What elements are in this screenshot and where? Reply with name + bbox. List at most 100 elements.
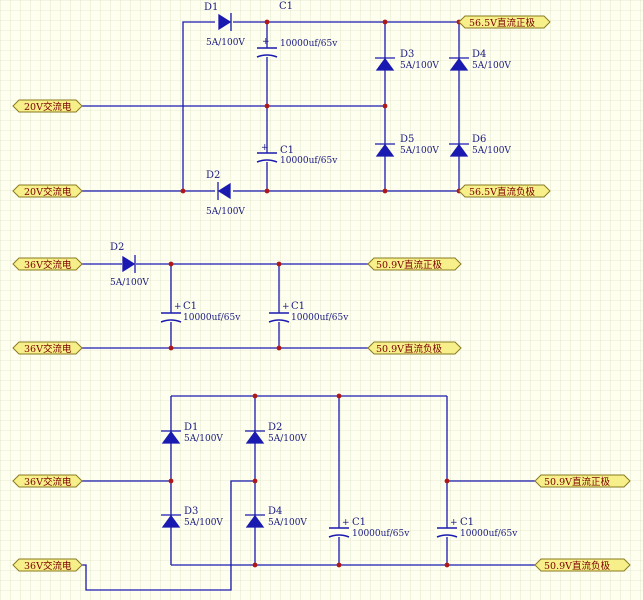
diode-d4-value: 5A/100V [472, 61, 511, 71]
diode-s3-d1-ref: D1 [184, 422, 198, 433]
diode-s2-d2-value: 5A/100V [110, 278, 149, 288]
port-s3-dc-negative-label: 50.9V直流负极 [544, 560, 611, 572]
port-s3-dc-positive[interactable]: 50.9V直流正极 [534, 474, 631, 488]
port-s1-dc-positive-label: 56.5V直流正极 [469, 17, 536, 29]
diode-d2-value: 5A/100V [206, 207, 245, 217]
capacitor-s2-c1-left[interactable]: + C1 10000uf/65v [159, 301, 241, 323]
diode-s2-d2[interactable]: D2 5A/100V [110, 242, 149, 288]
diode-d5[interactable]: D5 5A/100V [375, 134, 439, 157]
junction-dot [264, 103, 270, 109]
diode-d5-value: 5A/100V [400, 146, 439, 156]
junction-dot [336, 393, 342, 399]
diode-s3-d4[interactable]: D4 5A/100V [245, 506, 307, 528]
port-s3-ac-in-1-label: 36V交流电 [24, 476, 72, 488]
diode-s3-d2[interactable]: D2 5A/100V [245, 422, 307, 444]
section-2-junctions [168, 261, 282, 351]
capacitor-c1-upper-value: 10000uf/65v [280, 39, 338, 49]
diode-d3[interactable]: D3 5A/100V [375, 49, 439, 71]
junction-dot [252, 562, 258, 568]
port-s1-dc-negative[interactable]: 56.5V直流负极 [458, 184, 551, 198]
capacitor-s2-c1-right-ref: C1 [291, 301, 305, 312]
port-s3-ac-in-1[interactable]: 36V交流电 [12, 474, 83, 488]
diode-s3-d3[interactable]: D3 5A/100V [161, 506, 223, 528]
port-s3-ac-in-2[interactable]: 36V交流电 [12, 558, 83, 572]
section-3-junctions [168, 393, 450, 568]
junction-dot [382, 103, 388, 109]
port-s2-dc-negative[interactable]: 50.9V直流负极 [367, 341, 462, 355]
diode-s3-d2-value: 5A/100V [268, 434, 307, 444]
port-s2-dc-positive[interactable]: 50.9V直流正极 [367, 257, 462, 271]
port-s1-ac-in-1[interactable]: 20V交流电 [12, 99, 83, 113]
capacitor-c1-upper[interactable]: + C1 10000uf/65v [255, 1, 338, 58]
diode-s3-d4-ref: D4 [268, 506, 282, 517]
port-s2-ac-in-2-label: 36V交流电 [24, 343, 72, 355]
capacitor-plus-sign: + [262, 37, 270, 47]
section-2-wires [82, 263, 368, 349]
port-s2-ac-in-1-label: 36V交流电 [24, 259, 72, 271]
diode-s3-d2-ref: D2 [268, 422, 282, 433]
junction-dot [264, 188, 270, 194]
capacitor-s3-c1-right[interactable]: + C1 10000uf/65v [435, 517, 518, 539]
port-s1-dc-negative-label: 56.5V直流负极 [469, 186, 536, 198]
capacitor-s3-c1-left-ref: C1 [352, 517, 366, 528]
junction-dot [382, 19, 388, 25]
diode-d4-ref: D4 [472, 49, 486, 60]
capacitor-s3-c1-right-value: 10000uf/65v [460, 529, 518, 539]
diode-s3-d1-value: 5A/100V [184, 434, 223, 444]
diode-d6-value: 5A/100V [472, 146, 511, 156]
diode-s3-d3-value: 5A/100V [184, 518, 223, 528]
port-s2-ac-in-1[interactable]: 36V交流电 [12, 257, 83, 271]
capacitor-s3-c1-left-value: 10000uf/65v [352, 529, 410, 539]
junction-dot [276, 345, 282, 351]
capacitor-s3-c1-right-ref: C1 [460, 517, 474, 528]
junction-dot [168, 261, 174, 267]
junction-dot [336, 562, 342, 568]
port-s3-ac-in-2-label: 36V交流电 [24, 560, 72, 572]
diode-s3-d4-value: 5A/100V [268, 518, 307, 528]
capacitor-plus-sign: + [450, 518, 458, 528]
junction-dot [444, 562, 450, 568]
capacitor-s3-c1-left[interactable]: + C1 10000uf/65v [327, 517, 410, 539]
diode-d2-ref: D2 [206, 170, 220, 181]
junction-dot [168, 478, 174, 484]
capacitor-s2-c1-right[interactable]: + C1 10000uf/65v [267, 301, 349, 323]
junction-dot [382, 188, 388, 194]
port-s1-dc-positive[interactable]: 56.5V直流正极 [458, 15, 551, 29]
junction-dot [252, 393, 258, 399]
port-s3-dc-negative[interactable]: 50.9V直流负极 [534, 558, 631, 572]
diode-d3-ref: D3 [400, 49, 414, 60]
diode-s2-d2-ref: D2 [110, 242, 124, 253]
junction-dot [264, 19, 270, 25]
junction-dot [180, 188, 186, 194]
port-s1-ac-in-2[interactable]: 20V交流电 [12, 184, 83, 198]
capacitor-c1-lower-ref: C1 [280, 145, 294, 156]
diode-d4[interactable]: D4 5A/100V [449, 49, 511, 71]
port-s2-dc-negative-label: 50.9V直流负极 [376, 343, 443, 355]
diode-d1-ref: D1 [204, 2, 218, 13]
capacitor-s2-c1-left-value: 10000uf/65v [183, 313, 241, 323]
port-s1-ac-in-2-label: 20V交流电 [24, 186, 72, 198]
section-3-bridge-rectifier: D1 5A/100V D2 5A/100V D3 5A/100V D4 5A/1… [12, 393, 631, 591]
section-1-full-bridge-doubler: D1 5A/100V D2 5A/100V + C1 10000uf/65v +… [12, 1, 551, 217]
diode-d6[interactable]: D6 5A/100V [449, 134, 511, 157]
junction-dot [276, 261, 282, 267]
capacitor-c1-lower[interactable]: + C1 10000uf/65v [255, 143, 338, 166]
diode-d2[interactable]: D2 5A/100V [206, 170, 245, 217]
diode-s3-d1[interactable]: D1 5A/100V [161, 422, 223, 444]
capacitor-plus-sign: + [342, 518, 350, 528]
capacitor-plus-sign: + [282, 302, 290, 312]
junction-dot [252, 478, 258, 484]
capacitor-c1-lower-value: 10000uf/65v [280, 156, 338, 166]
capacitor-c1-upper-ref: C1 [279, 1, 293, 12]
port-s1-ac-in-1-label: 20V交流电 [24, 101, 72, 113]
junction-dot [168, 345, 174, 351]
port-s2-dc-positive-label: 50.9V直流正极 [376, 259, 443, 271]
diode-d3-value: 5A/100V [400, 61, 439, 71]
capacitor-plus-sign: + [174, 302, 182, 312]
port-s2-ac-in-2[interactable]: 36V交流电 [12, 341, 83, 355]
diode-d1[interactable]: D1 5A/100V [204, 2, 245, 48]
capacitor-s2-c1-right-value: 10000uf/65v [291, 313, 349, 323]
capacitor-s2-c1-left-ref: C1 [183, 301, 197, 312]
